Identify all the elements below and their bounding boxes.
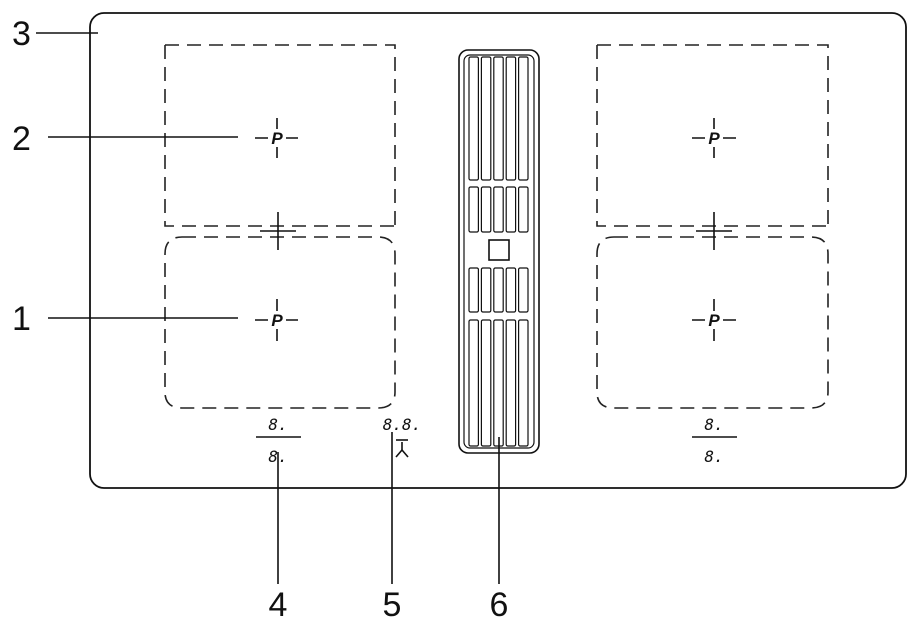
right-control-display: 8. 8. — [692, 415, 737, 466]
callout-number-6: 6 — [490, 586, 509, 620]
callout-number-3: 3 — [12, 15, 31, 53]
zone-symbol-bottom-left: P — [271, 311, 283, 330]
bridge-cross-right — [696, 212, 732, 250]
vent-slot — [517, 186, 529, 233]
vent-slot — [505, 186, 517, 233]
vent-slot — [480, 186, 492, 233]
callout-number-5: 5 — [383, 586, 402, 620]
vent-center-square — [488, 239, 510, 261]
fan-icon — [395, 439, 409, 458]
cooking-zone-bottom-right: P — [596, 236, 829, 409]
vent-slot — [517, 319, 529, 447]
vent-slot — [505, 267, 517, 313]
vent-slot — [468, 319, 479, 447]
vent-slot — [493, 186, 504, 233]
extractor-vent-grille — [458, 49, 540, 454]
vent-slot — [505, 56, 517, 181]
right-display-top: 8. — [704, 415, 723, 434]
vent-slot — [517, 267, 529, 313]
bridge-cross-left — [260, 212, 296, 250]
vent-slot — [480, 56, 492, 181]
zone-symbol-top-left: P — [271, 129, 283, 148]
right-display-bottom: 8. — [704, 447, 723, 466]
vent-slot — [468, 56, 479, 181]
vent-slot — [493, 56, 504, 181]
vent-slot — [505, 319, 517, 447]
hood-display-digits: 8.8. — [383, 415, 422, 434]
cooking-zone-top-right: P — [596, 44, 829, 227]
hood-control-display: 8.8. — [383, 415, 422, 458]
callout-number-2: 2 — [12, 120, 31, 158]
vent-slot — [517, 56, 529, 181]
callout-number-1: 1 — [12, 300, 31, 338]
vent-slot — [480, 267, 492, 313]
cooking-zone-top-left: P — [164, 44, 396, 227]
vent-slot — [468, 186, 479, 233]
left-display-top: 8. — [268, 415, 287, 434]
vent-slot — [493, 267, 504, 313]
vent-slot — [480, 319, 492, 447]
zone-symbol-bottom-right: P — [708, 311, 720, 330]
callout-number-4: 4 — [269, 586, 288, 620]
vent-slot — [468, 267, 479, 313]
cooking-zone-bottom-left: P — [164, 236, 396, 409]
zone-symbol-top-right: P — [708, 129, 720, 148]
